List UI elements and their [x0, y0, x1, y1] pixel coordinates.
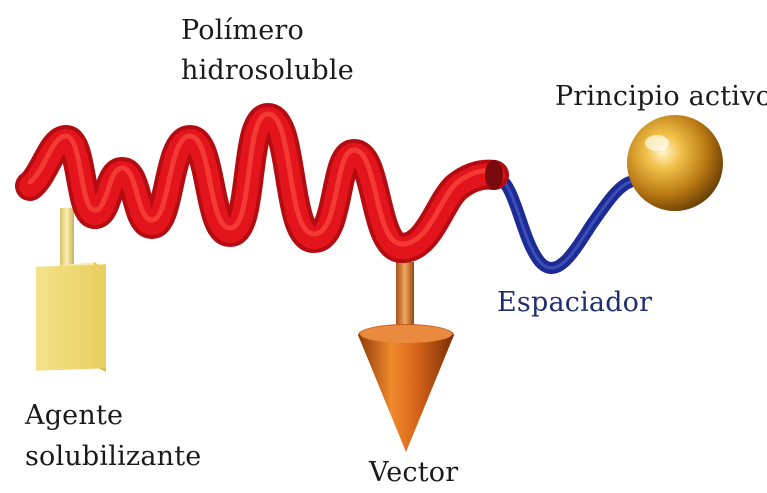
label-active-principle: Principio activo	[555, 81, 767, 112]
label-spacer: Espaciador	[497, 287, 653, 318]
label-vector: Vector	[369, 457, 459, 488]
vector-cone-icon	[358, 262, 454, 452]
spacer-chain-icon	[488, 169, 636, 274]
label-polymer-line2: hidrosoluble	[181, 55, 354, 86]
label-polymer-line1: Polímero	[181, 15, 304, 46]
label-agent-line1: Agente	[25, 400, 124, 431]
polymer-coil-icon	[15, 103, 509, 263]
label-agent-line2: solubilizante	[25, 441, 202, 472]
active-principle-sphere-icon	[627, 115, 723, 211]
solubilizing-agent-icon	[36, 208, 106, 372]
